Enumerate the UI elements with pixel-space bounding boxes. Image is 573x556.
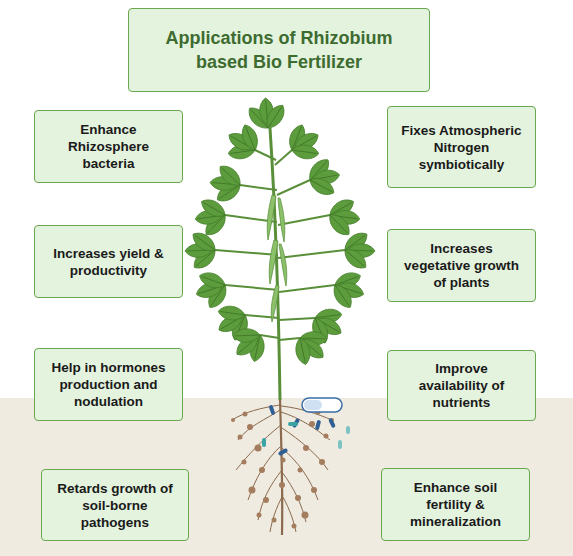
stem-and-branches	[215, 128, 345, 400]
application-box: Enhance soil fertility & mineralization	[381, 468, 530, 541]
application-box: Enhance Rhizosphere bacteria	[34, 110, 183, 183]
application-text: Enhance soil fertility & mineralization	[394, 479, 517, 530]
application-box: Increases vegetative growth of plants	[387, 229, 536, 302]
application-text: Increases yield & productivity	[47, 245, 170, 279]
application-text: Improve availability of nutrients	[400, 360, 523, 411]
pods	[267, 195, 287, 322]
roots	[232, 398, 332, 535]
application-text: Retards growth of soil-borne pathogens	[54, 480, 176, 531]
application-text: Help in hormones production and nodulati…	[47, 359, 170, 410]
application-text: Increases vegetative growth of plants	[400, 240, 523, 291]
title-box: Applications of Rhizobium based Bio Fert…	[128, 8, 430, 92]
application-box: Increases yield & productivity	[34, 225, 183, 298]
application-box: Fixes Atmospheric Nitrogen symbiotically	[387, 106, 536, 188]
root-nodules	[231, 410, 334, 529]
bacteria	[262, 398, 350, 456]
application-box: Help in hormones production and nodulati…	[34, 348, 183, 421]
application-text: Fixes Atmospheric Nitrogen symbiotically	[400, 122, 523, 173]
title: Applications of Rhizobium based Bio Fert…	[145, 26, 413, 74]
application-text: Enhance Rhizosphere bacteria	[47, 121, 170, 172]
leaves	[184, 96, 375, 374]
application-box: Retards growth of soil-borne pathogens	[41, 469, 189, 541]
soil-band	[0, 398, 573, 556]
application-box: Improve availability of nutrients	[387, 350, 536, 421]
